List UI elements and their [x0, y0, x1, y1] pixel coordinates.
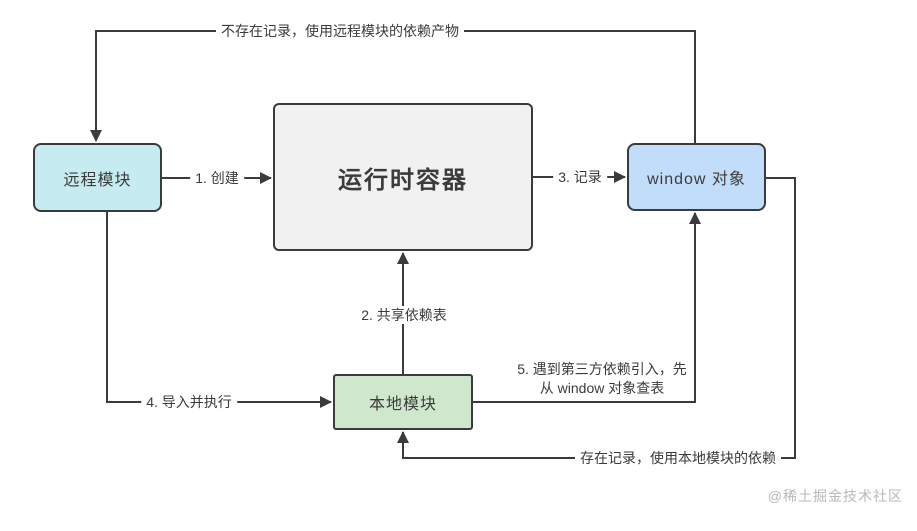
node-remote-module-label: 远程模块 — [63, 171, 132, 189]
edge-label-step4-import-exec: 4. 导入并执行 — [141, 393, 237, 411]
edge-label-step5-line2: 从 window 对象查表 — [539, 380, 665, 396]
node-window-object: window 对象 — [627, 143, 766, 211]
edge-label-step2-shared-deps: 2. 共享依赖表 — [356, 306, 452, 324]
edge-step4-line — [106, 212, 332, 408]
node-local-module-label: 本地模块 — [368, 396, 437, 413]
node-remote-module: 远程模块 — [33, 143, 162, 212]
edge-label-step5-lookup: 5. 遇到第三方依赖引入，先 从 window 对象查表 — [517, 360, 687, 398]
node-runtime-container: 运行时容器 — [273, 103, 533, 251]
edge-label-has-record: 存在记录，使用本地模块的依赖 — [575, 449, 781, 467]
watermark-juejin: @稀土掘金技术社区 — [767, 488, 903, 504]
edge-label-no-record: 不存在记录，使用远程模块的依赖产物 — [216, 22, 464, 40]
node-runtime-container-label: 运行时容器 — [338, 166, 468, 194]
node-window-object-label: window 对象 — [647, 171, 746, 188]
edge-step5-line — [473, 212, 701, 403]
node-local-module: 本地模块 — [333, 374, 473, 430]
edge-label-step1-create: 1. 创建 — [190, 169, 244, 187]
edge-label-step3-record: 3. 记录 — [553, 168, 607, 186]
edge-has-record-line — [397, 177, 796, 459]
edge-label-step5-line1: 5. 遇到第三方依赖引入，先 — [517, 361, 687, 377]
